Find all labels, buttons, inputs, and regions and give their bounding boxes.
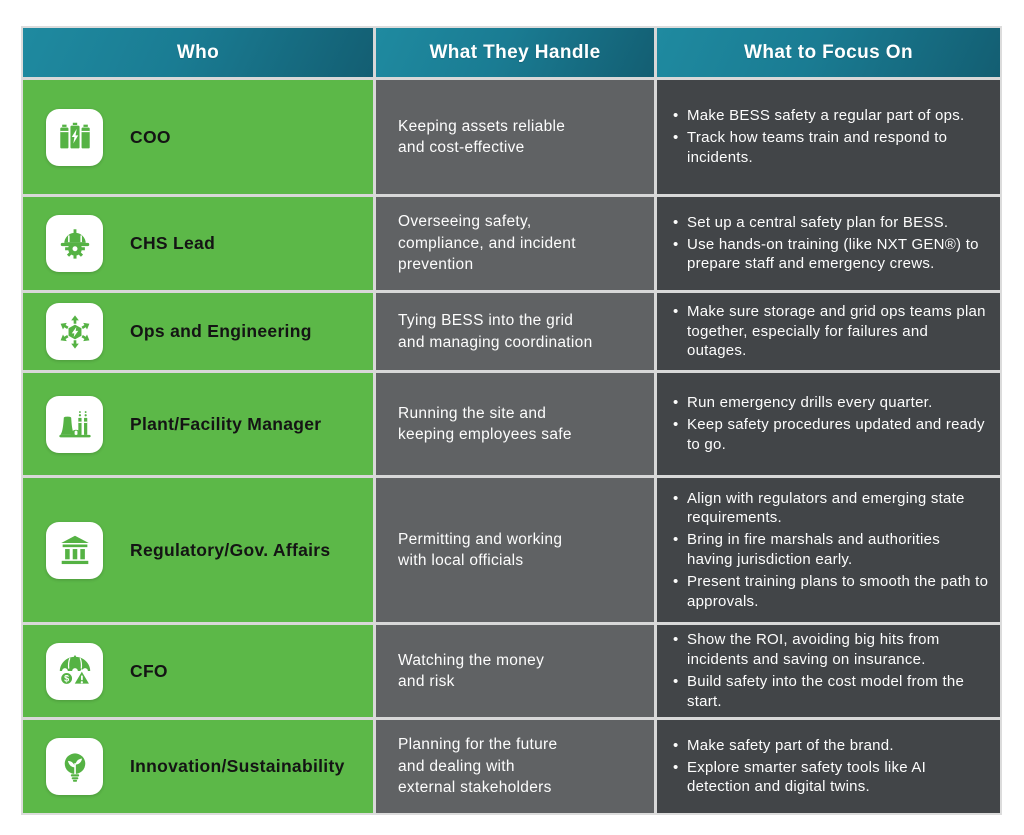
handle-cell: Keeping assets reliable and cost-effecti… [376, 80, 654, 194]
focus-list: Make sure storage and grid ops teams pla… [671, 300, 990, 363]
focus-bullet: Bring in fire marshals and authorities h… [671, 530, 990, 570]
handle-cell: Planning for the future and dealing with… [376, 720, 654, 813]
who-cell-chs-lead: CHS Lead [23, 197, 373, 290]
handle-cell: Running the site and keeping employees s… [376, 373, 654, 475]
who-cell-cfo: $ CFO [23, 625, 373, 717]
who-cell-innovation: Innovation/Sustainability [23, 720, 373, 813]
focus-cell: Make safety part of the brand. Explore s… [657, 720, 1000, 813]
focus-cell: Run emergency drills every quarter. Keep… [657, 373, 1000, 475]
handle-cell: Tying BESS into the grid and managing co… [376, 293, 654, 370]
column-header-label: Who [176, 41, 220, 63]
handle-cell: Permitting and working with local offici… [376, 478, 654, 622]
hard-hat-gear-icon [46, 215, 103, 272]
handle-text: Keeping assets reliable and cost-effecti… [398, 117, 566, 156]
handle-text: Tying BESS into the grid and managing co… [398, 312, 593, 351]
who-label: CFO [130, 660, 168, 681]
column-header-label: What to Focus On [744, 41, 913, 63]
focus-bullet: Make safety part of the brand. [671, 736, 990, 756]
focus-cell: Set up a central safety plan for BESS. U… [657, 197, 1000, 290]
column-header-label: What They Handle [429, 41, 601, 63]
focus-list: Make BESS safety a regular part of ops. … [671, 104, 990, 169]
column-header-who: Who [23, 28, 373, 77]
focus-cell: Align with regulators and emerging state… [657, 478, 1000, 622]
focus-cell: Make sure storage and grid ops teams pla… [657, 293, 1000, 370]
focus-bullet: Set up a central safety plan for BESS. [671, 213, 990, 233]
grid-expand-icon [46, 303, 103, 360]
focus-bullet: Present training plans to smooth the pat… [671, 572, 990, 612]
who-label: Ops and Engineering [130, 321, 312, 341]
focus-cell: Show the ROI, avoiding big hits from inc… [657, 625, 1000, 717]
focus-bullet: Show the ROI, avoiding big hits from inc… [671, 630, 990, 670]
umbrella-risk-icon: $ [46, 642, 103, 700]
focus-bullet: Make BESS safety a regular part of ops. [671, 106, 990, 126]
focus-bullet: Keep safety procedures updated and ready… [671, 415, 990, 455]
handle-text: Planning for the future and dealing with… [398, 736, 558, 797]
who-label: COO [130, 126, 171, 147]
who-cell-plant-manager: Plant/Facility Manager [23, 373, 373, 475]
focus-bullet: Align with regulators and emerging state… [671, 489, 990, 529]
government-building-icon [46, 521, 103, 579]
svg-text:$: $ [64, 674, 69, 684]
who-cell-coo: COO [23, 80, 373, 194]
focus-bullet: Build safety into the cost model from th… [671, 672, 990, 712]
focus-bullet: Explore smarter safety tools like AI det… [671, 758, 990, 798]
focus-bullet: Run emergency drills every quarter. [671, 393, 990, 413]
handle-text: Running the site and keeping employees s… [398, 404, 572, 443]
who-label: Regulatory/Gov. Affairs [130, 539, 331, 560]
stakeholder-table: Who What They Handle What to Focus On [21, 26, 1002, 815]
handle-cell: Watching the money and risk [376, 625, 654, 717]
power-plant-icon [46, 395, 103, 453]
battery-storage-icon [46, 108, 103, 166]
handle-text: Permitting and working with local offici… [398, 530, 563, 569]
lightbulb-leaf-icon [46, 738, 103, 795]
column-header-handle: What They Handle [376, 28, 654, 77]
focus-cell: Make BESS safety a regular part of ops. … [657, 80, 1000, 194]
who-cell-regulatory: Regulatory/Gov. Affairs [23, 478, 373, 622]
focus-bullet: Use hands-on training (like NXT GEN®) to… [671, 235, 990, 275]
focus-list: Align with regulators and emerging state… [671, 487, 990, 614]
focus-list: Run emergency drills every quarter. Keep… [671, 391, 990, 456]
column-header-focus: What to Focus On [657, 28, 1000, 77]
who-label: CHS Lead [130, 233, 216, 253]
focus-list: Set up a central safety plan for BESS. U… [671, 211, 990, 276]
who-label: Plant/Facility Manager [130, 413, 322, 434]
focus-list: Make safety part of the brand. Explore s… [671, 734, 990, 799]
focus-list: Show the ROI, avoiding big hits from inc… [671, 628, 990, 713]
handle-text: Overseeing safety, compliance, and incid… [398, 213, 576, 274]
focus-bullet: Track how teams train and respond to inc… [671, 128, 990, 168]
handle-cell: Overseeing safety, compliance, and incid… [376, 197, 654, 290]
handle-text: Watching the money and risk [398, 651, 545, 690]
who-label: Innovation/Sustainability [130, 756, 345, 776]
focus-bullet: Make sure storage and grid ops teams pla… [671, 302, 990, 361]
who-cell-ops-engineering: Ops and Engineering [23, 293, 373, 370]
